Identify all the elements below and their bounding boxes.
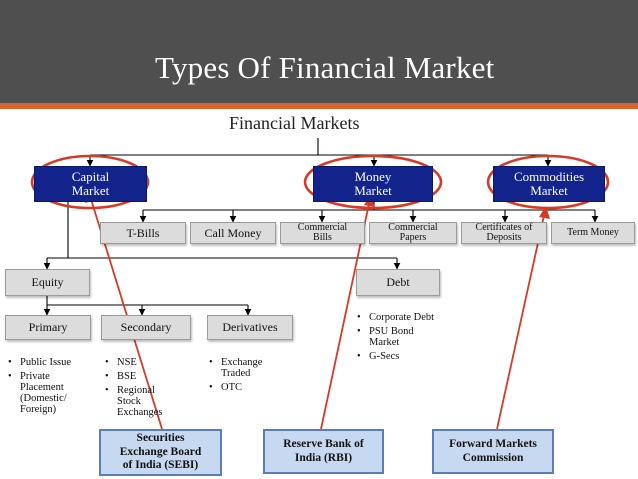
equity-box: Equity: [5, 269, 90, 296]
rbi-box: Reserve Bank of India (RBI): [263, 429, 384, 474]
list-item: Exchange Traded: [209, 357, 289, 379]
fmc-arrow: [496, 210, 546, 430]
list-item: G-Secs: [357, 351, 437, 362]
commercial-papers-box: Commercial Papers: [369, 222, 457, 244]
slide-header: Types Of Financial Market: [0, 0, 638, 109]
primary-box: Primary: [5, 315, 91, 340]
term-money-label: Term Money: [567, 226, 619, 238]
certificates-of-deposits-box: Certificates of Deposits: [461, 222, 547, 244]
t-bills-box: T-Bills: [100, 222, 186, 244]
secondary-box: Secondary: [101, 315, 191, 340]
sebi-box: Securities Exchange Board of India (SEBI…: [99, 429, 222, 476]
secondary-list: NSE BSE Regional Stock Exchanges: [105, 357, 177, 421]
commercial-bills-label: Commercial Bills: [297, 221, 348, 243]
primary-list: Public Issue Private Placement (Domestic…: [8, 357, 94, 418]
fmc-label: Forward Markets Commission: [449, 437, 537, 464]
debt-list: Corporate Debt PSU Bond Market G-Secs: [357, 312, 437, 365]
money-market-highlight: [303, 154, 443, 210]
commodities-market-box: Commodities Market: [493, 166, 605, 202]
debt-box: Debt: [356, 269, 440, 296]
commodities-market-label: Commodities Market: [513, 169, 585, 198]
capital-market-highlight: [30, 154, 150, 210]
list-item: OTC: [209, 382, 289, 393]
derivatives-list: Exchange Traded OTC: [209, 357, 289, 396]
debt-label: Debt: [386, 275, 410, 290]
sebi-label: Securities Exchange Board of India (SEBI…: [119, 431, 202, 472]
equity-label: Equity: [31, 275, 64, 290]
list-item: Corporate Debt: [357, 312, 437, 323]
call-money-box: Call Money: [190, 222, 276, 244]
derivatives-label: Derivatives: [222, 320, 278, 335]
commercial-bills-box: Commercial Bills: [280, 222, 365, 244]
fmc-arrowhead: [539, 206, 550, 219]
commercial-papers-label: Commercial Papers: [388, 221, 438, 243]
t-bills-label: T-Bills: [126, 225, 160, 240]
rbi-label: Reserve Bank of India (RBI): [283, 437, 364, 464]
money-market-label: Money Market: [354, 169, 392, 198]
list-item: Regional Stock Exchanges: [105, 385, 177, 418]
commodities-market-highlight: [486, 154, 610, 210]
money-market-box: Money Market: [313, 166, 433, 202]
list-item: Public Issue: [8, 357, 94, 368]
list-item: BSE: [105, 371, 177, 382]
primary-label: Primary: [28, 320, 68, 335]
secondary-label: Secondary: [120, 320, 172, 335]
capital-market-label: Capital Market: [71, 169, 110, 198]
list-item: PSU Bond Market: [357, 326, 437, 348]
derivatives-box: Derivatives: [207, 315, 293, 340]
list-item: Private Placement (Domestic/ Foreign): [8, 371, 94, 415]
term-money-box: Term Money: [551, 222, 635, 244]
capital-market-box: Capital Market: [34, 166, 147, 202]
call-money-label: Call Money: [204, 225, 262, 240]
fmc-box: Forward Markets Commission: [432, 429, 554, 474]
list-item: NSE: [105, 357, 177, 368]
certificates-of-deposits-label: Certificates of Deposits: [475, 221, 533, 243]
diagram-root-label: Financial Markets: [229, 113, 360, 133]
slide-title: Types Of Financial Market: [155, 50, 495, 85]
